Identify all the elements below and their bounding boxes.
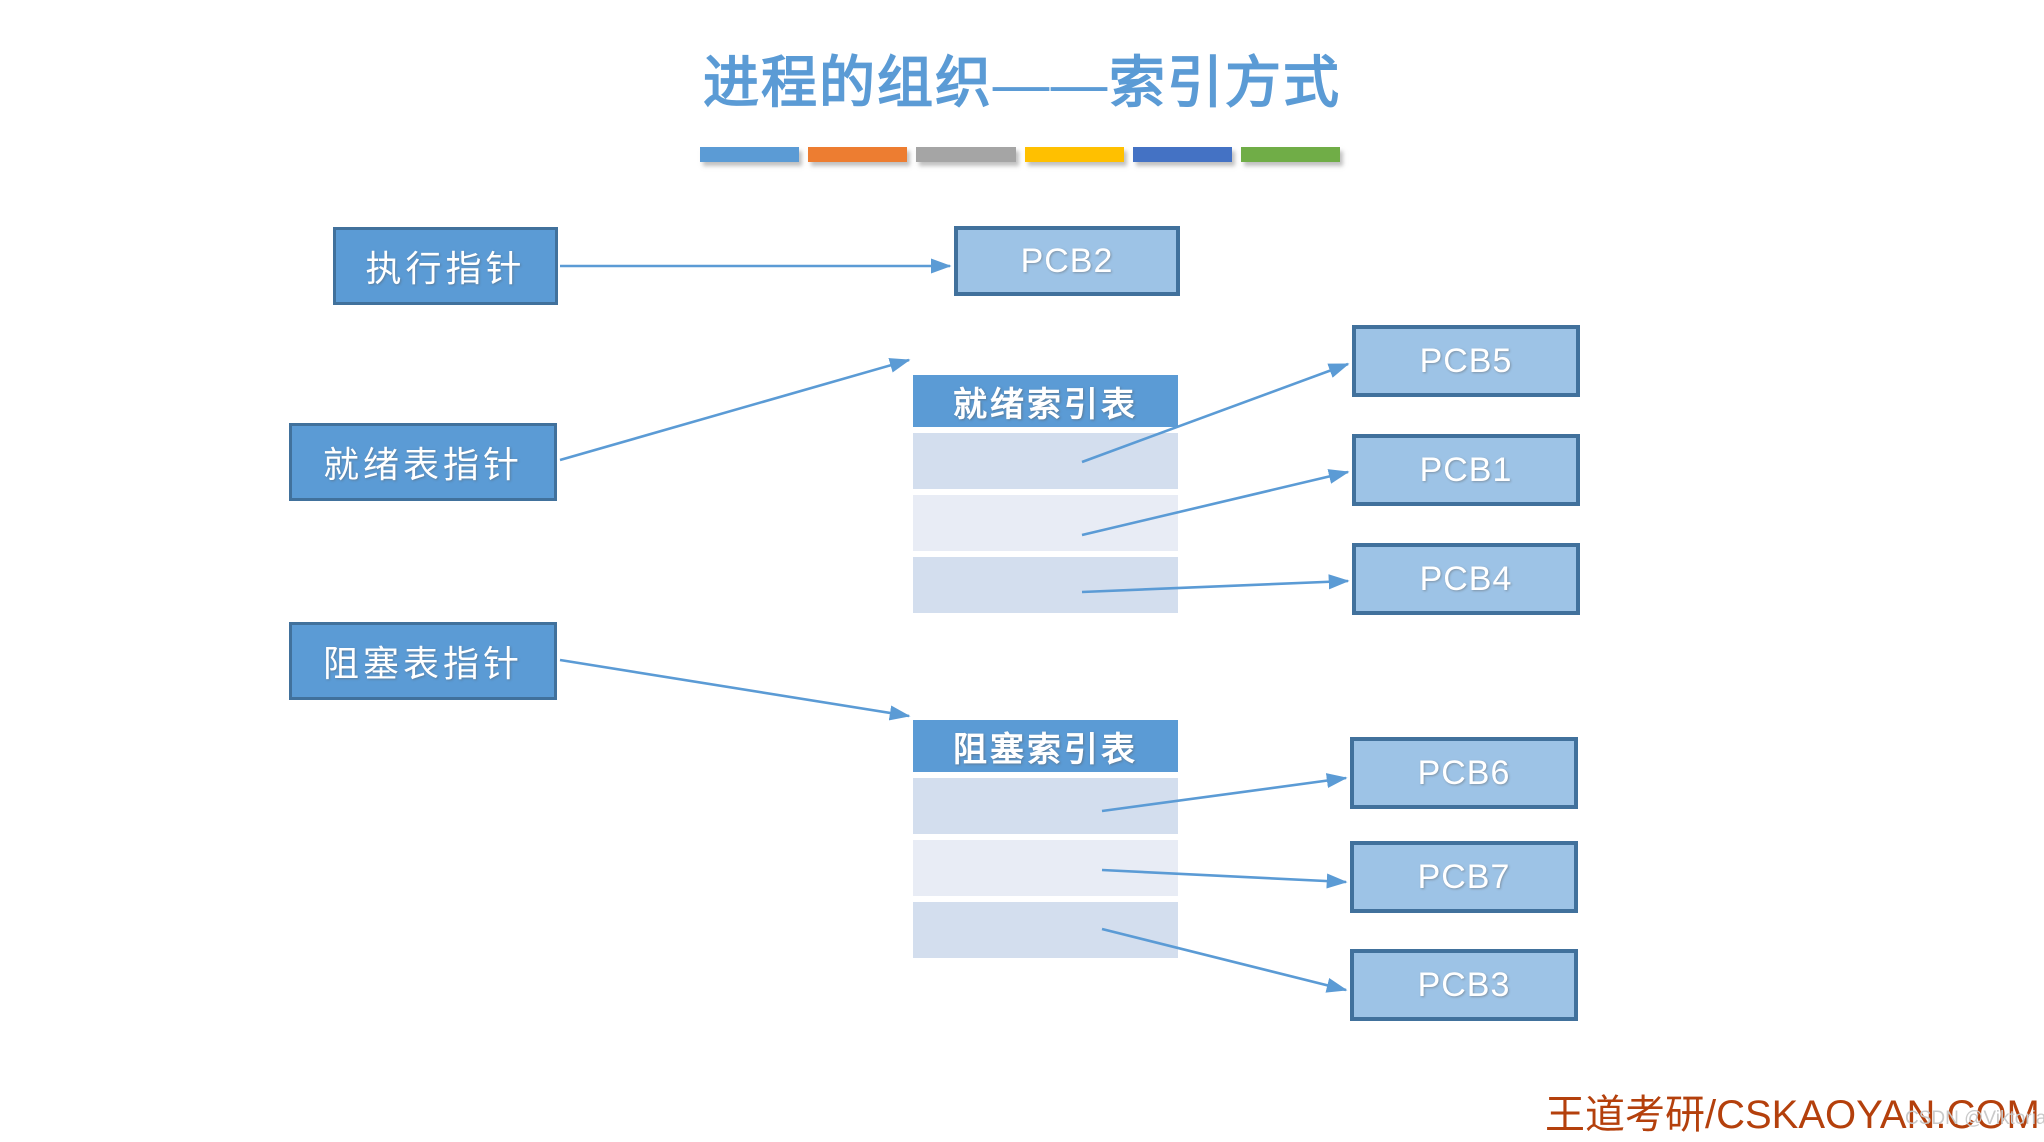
arrow-blocked-ptr-to-blocked-table (559, 658, 911, 721)
accent-bar-blue-dark (1132, 147, 1232, 162)
pcb-box-ready-2[interactable]: PCB1 (1352, 434, 1580, 506)
csdn-watermark: CSDN @Viktoriae (1905, 1108, 2044, 1129)
ready-index-table-row-2[interactable] (913, 495, 1178, 551)
blocked-index-table: 阻塞索引表 (913, 720, 1178, 958)
brand-footer: 王道考研/CSKAOYAN.COM (1545, 1093, 2040, 1137)
blocked-index-table-row-1[interactable] (913, 778, 1178, 834)
pcb-box-blocked-3[interactable]: PCB3 (1350, 949, 1578, 1021)
page-title: 进程的组织——索引方式 (703, 53, 1341, 115)
pcb-box-blocked-2[interactable]: PCB7 (1350, 841, 1578, 913)
accent-bar-orange (808, 147, 908, 162)
pcb-box-ready-1[interactable]: PCB5 (1352, 325, 1580, 397)
ready-index-table: 就绪索引表 (913, 375, 1178, 613)
ready-index-table-header: 就绪索引表 (913, 375, 1178, 427)
pointer-box-blocked[interactable]: 阻塞表指针 (289, 622, 557, 700)
blocked-index-table-header: 阻塞索引表 (913, 720, 1178, 772)
accent-bar-blue-light (700, 147, 800, 162)
blocked-index-table-row-2[interactable] (913, 840, 1178, 896)
blocked-index-table-row-3[interactable] (913, 902, 1178, 958)
pcb-box-blocked-1[interactable]: PCB6 (1350, 737, 1578, 809)
ready-index-table-row-3[interactable] (913, 557, 1178, 613)
pointer-box-running[interactable]: 执行指针 (333, 227, 558, 305)
pointer-box-ready[interactable]: 就绪表指针 (289, 423, 557, 501)
pcb-box-ready-3[interactable]: PCB4 (1352, 543, 1580, 615)
accent-bar-yellow (1024, 147, 1124, 162)
pcb-box-running[interactable]: PCB2 (954, 226, 1180, 296)
ready-index-table-row-1[interactable] (913, 433, 1178, 489)
title-accent-strip (700, 147, 1341, 169)
arrow-ready-ptr-to-ready-table (559, 358, 911, 462)
accent-bar-green (1240, 147, 1341, 162)
accent-bar-gray (916, 147, 1016, 162)
